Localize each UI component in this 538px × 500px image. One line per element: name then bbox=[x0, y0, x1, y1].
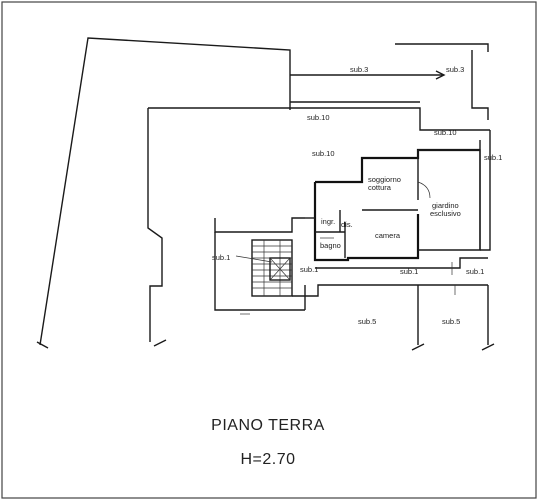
label-dis: dis. bbox=[341, 220, 353, 229]
corridor-bottom bbox=[292, 284, 488, 297]
label-sub10-right: sub.10 bbox=[434, 128, 457, 137]
sub3-arrow bbox=[435, 70, 446, 80]
label-esclusivo: esclusivo bbox=[430, 209, 461, 218]
label-sub3-right: sub.3 bbox=[446, 65, 464, 74]
label-camera: camera bbox=[375, 231, 401, 240]
label-soggiorno: soggiorno bbox=[368, 175, 401, 184]
label-sub3-left: sub.3 bbox=[350, 65, 368, 74]
boundary-tick-left bbox=[36, 341, 49, 349]
floor-height: H=2.70 bbox=[240, 451, 295, 468]
label-bagno: bagno bbox=[320, 241, 341, 250]
boundary-left bbox=[39, 37, 291, 346]
label-sub1-right-top: sub.1 bbox=[484, 153, 502, 162]
label-cottura: cottura bbox=[368, 183, 392, 192]
right-boundary bbox=[471, 50, 489, 120]
stair-block bbox=[251, 239, 293, 297]
label-sub1-stair-left: sub.1 bbox=[212, 253, 230, 262]
label-sub1-stair-right: sub.1 bbox=[300, 265, 318, 274]
right-column bbox=[480, 130, 491, 251]
elevator-x2 bbox=[269, 257, 291, 281]
label-sub5-right: sub.5 bbox=[442, 317, 460, 326]
floor-title: PIANO TERRA bbox=[211, 417, 325, 434]
label-sub1-corridor: sub.1 bbox=[400, 267, 418, 276]
label-sub10-mid: sub.10 bbox=[312, 149, 335, 158]
stair-steps bbox=[252, 240, 292, 296]
tick-bottom-left bbox=[153, 339, 167, 347]
stair-leader bbox=[235, 255, 273, 263]
elevator-shaft bbox=[269, 257, 291, 281]
stair-enclosure bbox=[214, 217, 305, 233]
building-outline bbox=[148, 107, 490, 131]
label-sub1-corridor-right: sub.1 bbox=[466, 267, 484, 276]
building-left-wall bbox=[147, 108, 163, 342]
label-ingr: ingr. bbox=[321, 217, 335, 226]
tick-bottom-mid bbox=[411, 343, 425, 351]
top-right-boundary bbox=[395, 43, 489, 52]
label-sub10-top: sub.10 bbox=[307, 113, 330, 122]
corridor-top bbox=[315, 257, 488, 269]
giardino-outline bbox=[418, 149, 481, 251]
label-sub5-left: sub.5 bbox=[358, 317, 376, 326]
tick-bottom-right bbox=[481, 343, 495, 351]
stair-left-wall bbox=[214, 232, 305, 311]
giardino-door-arc bbox=[417, 181, 431, 199]
label-giardino: giardino bbox=[432, 201, 459, 210]
